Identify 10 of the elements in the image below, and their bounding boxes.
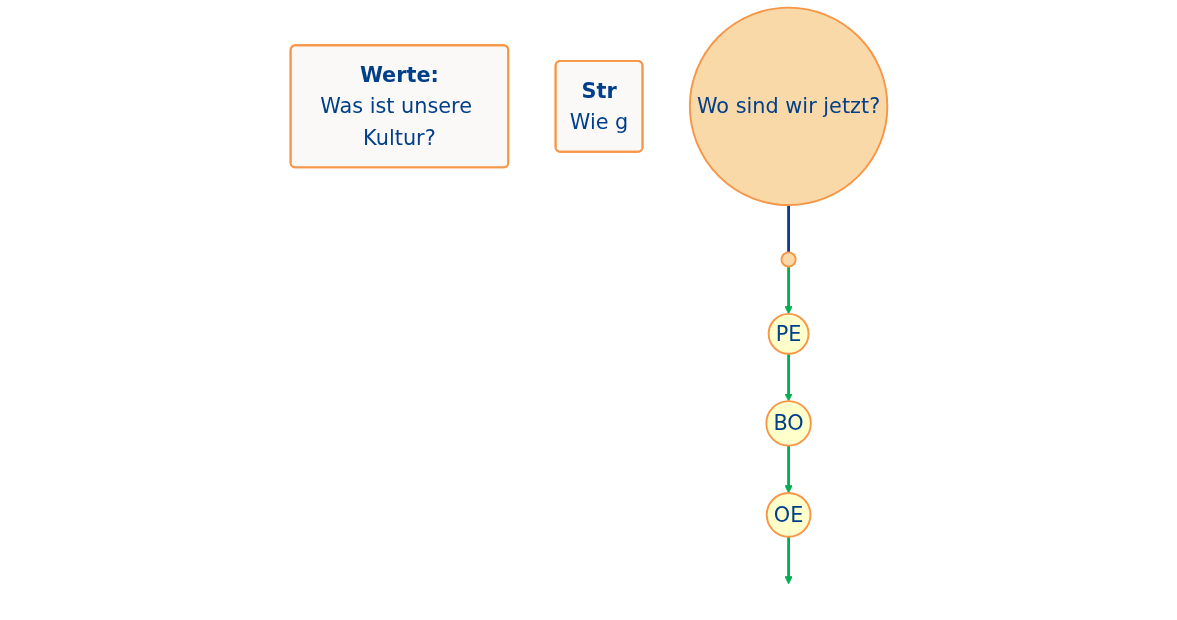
node-circle: Wo sind wir jetzt?	[688, 6, 888, 206]
arrow	[783, 353, 793, 402]
node-circle: BO	[764, 400, 812, 447]
arrow	[783, 536, 793, 585]
arrow	[783, 266, 793, 315]
node-circle: OE	[765, 492, 811, 538]
connector	[786, 205, 790, 253]
arrow	[783, 445, 793, 494]
node-circle	[780, 251, 797, 268]
node-circle: PE	[767, 312, 810, 355]
